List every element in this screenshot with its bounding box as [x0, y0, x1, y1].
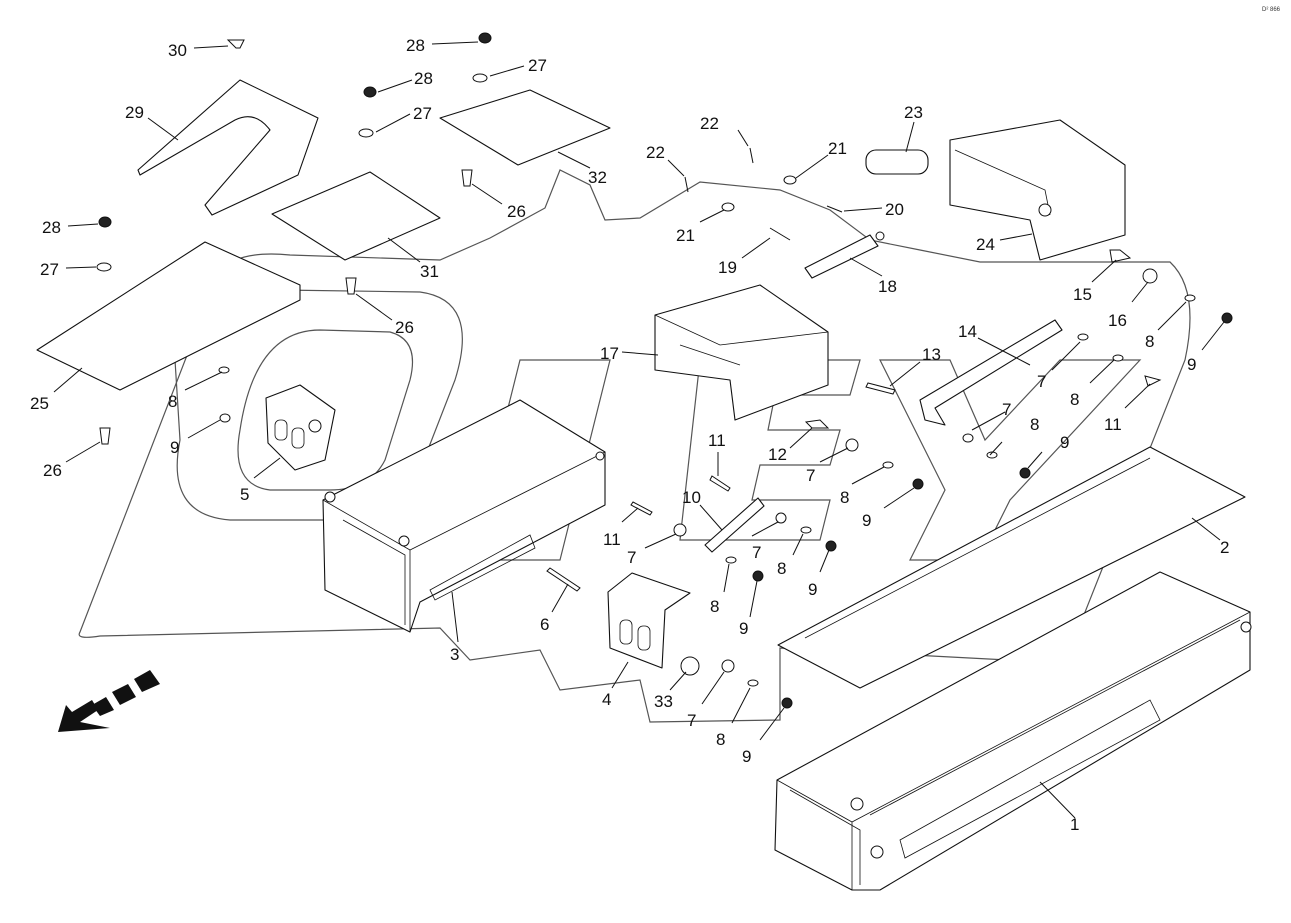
callout-27b: 27	[413, 104, 432, 123]
callout-8d: 8	[1030, 415, 1039, 434]
part-2-long-plate	[777, 446, 1246, 689]
part-32-plate	[439, 89, 611, 166]
part-3-short-beam	[322, 399, 606, 633]
callout-9a: 9	[170, 438, 179, 457]
callout-20: 20	[885, 200, 904, 219]
callout-8e: 8	[840, 488, 849, 507]
callout-8c: 8	[1070, 390, 1079, 409]
callout-32: 32	[588, 168, 607, 187]
callout-9b: 9	[1187, 355, 1196, 374]
part-4-bracket	[607, 572, 691, 669]
callout-21a: 21	[828, 139, 847, 158]
part-14-link	[919, 319, 1063, 426]
callout-9e: 9	[808, 580, 817, 599]
callout-8f: 8	[777, 559, 786, 578]
callout-7d: 7	[627, 548, 636, 567]
callout-9d: 9	[862, 511, 871, 530]
callout-7a: 7	[806, 466, 815, 485]
part-1-long-beam	[774, 571, 1252, 891]
callout-9g: 9	[742, 747, 751, 766]
callout-28b: 28	[414, 69, 433, 88]
callout-9c: 9	[1060, 433, 1069, 452]
callout-17: 17	[600, 344, 619, 363]
callout-27c: 27	[40, 260, 59, 279]
callout-8a: 8	[168, 392, 177, 411]
hardware	[96, 32, 1233, 709]
callout-1: 1	[1070, 815, 1079, 834]
callout-22b: 22	[700, 114, 719, 133]
part-5-bracket	[265, 384, 336, 471]
callout-7f: 7	[687, 711, 696, 730]
callout-26a: 26	[507, 202, 526, 221]
callout-22a: 22	[646, 143, 665, 162]
callout-27a: 27	[528, 56, 547, 75]
part-31-plate	[271, 171, 441, 261]
callout-7e: 7	[752, 543, 761, 562]
callout-14: 14	[958, 322, 977, 341]
callout-29: 29	[125, 103, 144, 122]
part-10-link	[704, 497, 765, 553]
part-17-bracket	[654, 284, 829, 421]
callout-18: 18	[878, 277, 897, 296]
callout-28c: 28	[42, 218, 61, 237]
callout-labels: 1 2 3 4 5 6 7 7 7 7 7 7 8 8 8 8 8 8	[30, 36, 1229, 834]
callout-6: 6	[540, 615, 549, 634]
callout-2: 2	[1220, 538, 1229, 557]
callout-7b: 7	[1037, 372, 1046, 391]
corner-code: D² 866	[1262, 7, 1281, 13]
part-23-spring	[865, 149, 929, 175]
part-25-plate	[36, 241, 301, 391]
callout-28a: 28	[406, 36, 425, 55]
direction-arrow-icon	[58, 670, 160, 732]
callout-8h: 8	[716, 730, 725, 749]
callout-19: 19	[718, 258, 737, 277]
part-24-box	[949, 119, 1126, 261]
callout-23: 23	[904, 103, 923, 122]
callout-30: 30	[168, 41, 187, 60]
callout-10: 10	[682, 488, 701, 507]
callout-13: 13	[922, 345, 941, 364]
callout-25: 25	[30, 394, 49, 413]
callout-7c: 7	[1002, 400, 1011, 419]
callout-8b: 8	[1145, 332, 1154, 351]
callout-5: 5	[240, 485, 249, 504]
callout-4: 4	[602, 690, 611, 709]
callout-33: 33	[654, 692, 673, 711]
callout-26c: 26	[43, 461, 62, 480]
callout-11c: 11	[603, 530, 621, 549]
callout-31: 31	[420, 262, 439, 281]
part-29-bracket	[137, 79, 319, 216]
callout-3: 3	[450, 645, 459, 664]
callout-15: 15	[1073, 285, 1092, 304]
callout-26b: 26	[395, 318, 414, 337]
part-18-cylinder	[804, 231, 885, 279]
callout-8g: 8	[710, 597, 719, 616]
callout-21b: 21	[676, 226, 695, 245]
callout-11b: 11	[1104, 415, 1122, 434]
callout-11a: 11	[708, 431, 726, 450]
callout-16: 16	[1108, 311, 1127, 330]
callout-24: 24	[976, 235, 995, 254]
callout-12: 12	[768, 445, 787, 464]
callout-9f: 9	[739, 619, 748, 638]
